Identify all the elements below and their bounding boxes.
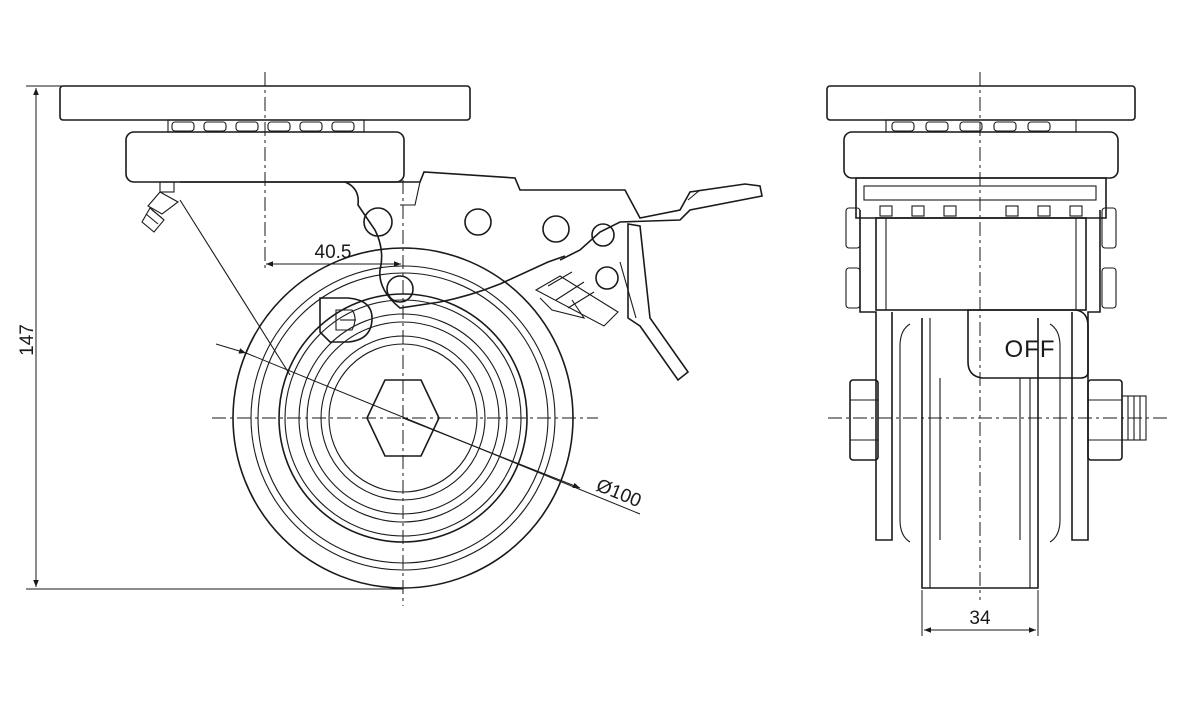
yoke-teeth	[879, 205, 1083, 217]
grease-nipple	[141, 181, 180, 233]
bracket-hole-2	[464, 208, 492, 236]
brake-arm-edge	[619, 261, 637, 319]
brake-indicator-label: OFF	[1005, 336, 1056, 363]
front-ball-race	[885, 119, 1077, 133]
brake-arm	[627, 223, 690, 382]
bracket-hole-5	[595, 266, 619, 290]
front-swivel-housing	[843, 131, 1119, 179]
brake-bracket	[345, 171, 763, 261]
wheel	[232, 247, 574, 589]
fork-leg	[180, 181, 566, 309]
brake-pad	[534, 271, 619, 327]
front-axle-nut-right	[1087, 379, 1123, 461]
width-dimension: 34	[921, 590, 1039, 636]
lever-tip	[687, 189, 701, 201]
fork-edge	[179, 199, 291, 376]
fork-side-bolts	[845, 207, 1117, 309]
height-dimension: 147	[17, 85, 403, 590]
bracket-hole-4	[591, 223, 615, 247]
diameter-dimension-label: Ø100	[593, 475, 644, 512]
yoke-top-band	[863, 185, 1097, 201]
front-axle-nut-left	[849, 379, 879, 461]
brand-logo	[319, 297, 373, 343]
offset-dimension-label: 40.5	[315, 242, 352, 263]
front-wheel	[899, 318, 1061, 589]
offset-dimension: 40.5	[266, 242, 401, 267]
bracket-hole-3	[542, 215, 570, 243]
height-dimension-label: 147	[17, 324, 38, 356]
bracket-hole-1	[363, 207, 393, 237]
width-dimension-label: 34	[969, 608, 991, 629]
front-fork-yoke	[855, 177, 1107, 219]
axle-hole	[386, 275, 414, 303]
axle-thread	[1121, 395, 1147, 441]
brake-bracket-detail	[400, 177, 521, 206]
front-top-plate	[826, 85, 1136, 121]
brake-block	[875, 217, 1087, 311]
front-view: OFF	[826, 72, 1168, 636]
side-view: 147 40.5 Ø100	[17, 72, 763, 606]
brake-indicator-plate	[967, 309, 1089, 379]
axle-nut	[366, 379, 440, 457]
ball-race	[167, 119, 365, 133]
